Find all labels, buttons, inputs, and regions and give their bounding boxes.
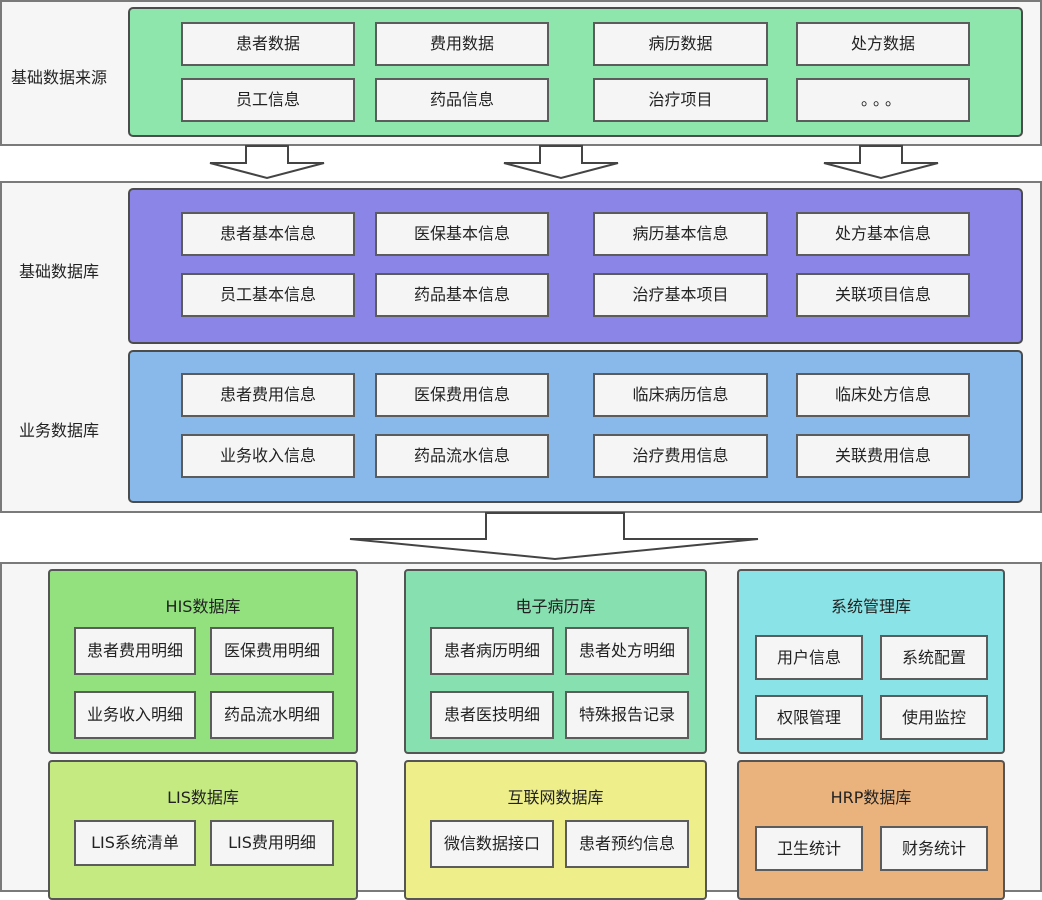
business-db-item: 患者费用信息 — [181, 373, 355, 417]
his-db-item: 医保费用明细 — [210, 627, 334, 675]
system-db-title: 系统管理库 — [830, 597, 911, 616]
emr-db-module: 电子病历库 患者病历明细 患者处方明细 患者医技明细 特殊报告记录 — [404, 569, 707, 754]
business-db-item: 临床病历信息 — [593, 373, 768, 417]
emr-db-item: 患者医技明细 — [430, 691, 554, 739]
down-arrow-icon — [823, 145, 939, 180]
internet-db-item: 微信数据接口 — [430, 820, 554, 868]
business-db-item: 药品流水信息 — [375, 434, 549, 478]
base-db-item: 治疗基本项目 — [593, 273, 768, 317]
source-item: 员工信息 — [181, 78, 355, 122]
emr-db-item: 特殊报告记录 — [565, 691, 689, 739]
source-item: 患者数据 — [181, 22, 355, 66]
hrp-db-module: HRP数据库 卫生统计 财务统计 — [737, 760, 1005, 900]
system-db-item: 使用监控 — [880, 695, 988, 740]
source-item: 治疗项目 — [593, 78, 768, 122]
business-db-item: 关联费用信息 — [796, 434, 970, 478]
base-db-item: 患者基本信息 — [181, 212, 355, 256]
system-db-item: 系统配置 — [880, 635, 988, 680]
base-db-item: 病历基本信息 — [593, 212, 768, 256]
business-db-item: 业务收入信息 — [181, 434, 355, 478]
hrp-db-item: 卫生统计 — [755, 826, 863, 871]
large-down-arrow-icon — [349, 512, 759, 561]
emr-db-item: 患者处方明细 — [565, 627, 689, 675]
system-db-item: 权限管理 — [755, 695, 863, 740]
his-db-module: HIS数据库 患者费用明细 医保费用明细 业务收入明细 药品流水明细 — [48, 569, 358, 754]
source-item: 药品信息 — [375, 78, 549, 122]
source-item: 病历数据 — [593, 22, 768, 66]
base-db-item: 处方基本信息 — [796, 212, 970, 256]
lis-db-item: LIS费用明细 — [210, 820, 334, 866]
system-db-item: 用户信息 — [755, 635, 863, 680]
business-db-label: 业务数据库 — [19, 421, 100, 440]
business-db-item: 医保费用信息 — [375, 373, 549, 417]
lis-db-module: LIS数据库 LIS系统清单 LIS费用明细 — [48, 760, 358, 900]
internet-db-title: 互联网数据库 — [507, 788, 604, 807]
base-db-label: 基础数据库 — [19, 262, 100, 281]
lis-db-title: LIS数据库 — [167, 788, 239, 807]
his-db-title: HIS数据库 — [165, 597, 241, 616]
internet-db-item: 患者预约信息 — [565, 820, 689, 868]
down-arrow-icon — [209, 145, 325, 180]
base-db-item: 员工基本信息 — [181, 273, 355, 317]
source-panel-label: 基础数据来源 — [11, 68, 108, 87]
hrp-db-item: 财务统计 — [880, 826, 988, 871]
down-arrow-icon — [503, 145, 619, 180]
base-db-item: 医保基本信息 — [375, 212, 549, 256]
his-db-item: 药品流水明细 — [210, 691, 334, 739]
base-db-item: 关联项目信息 — [796, 273, 970, 317]
business-db-item: 临床处方信息 — [796, 373, 970, 417]
system-db-module: 系统管理库 用户信息 系统配置 权限管理 使用监控 — [737, 569, 1005, 754]
base-db-item: 药品基本信息 — [375, 273, 549, 317]
internet-db-module: 互联网数据库 微信数据接口 患者预约信息 — [404, 760, 707, 900]
emr-db-item: 患者病历明细 — [430, 627, 554, 675]
source-item: 。。。 — [796, 78, 970, 122]
his-db-item: 业务收入明细 — [74, 691, 196, 739]
his-db-item: 患者费用明细 — [74, 627, 196, 675]
hrp-db-title: HRP数据库 — [830, 788, 912, 807]
lis-db-item: LIS系统清单 — [74, 820, 196, 866]
business-db-item: 治疗费用信息 — [593, 434, 768, 478]
emr-db-title: 电子病历库 — [515, 597, 596, 616]
source-item: 费用数据 — [375, 22, 549, 66]
source-item: 处方数据 — [796, 22, 970, 66]
